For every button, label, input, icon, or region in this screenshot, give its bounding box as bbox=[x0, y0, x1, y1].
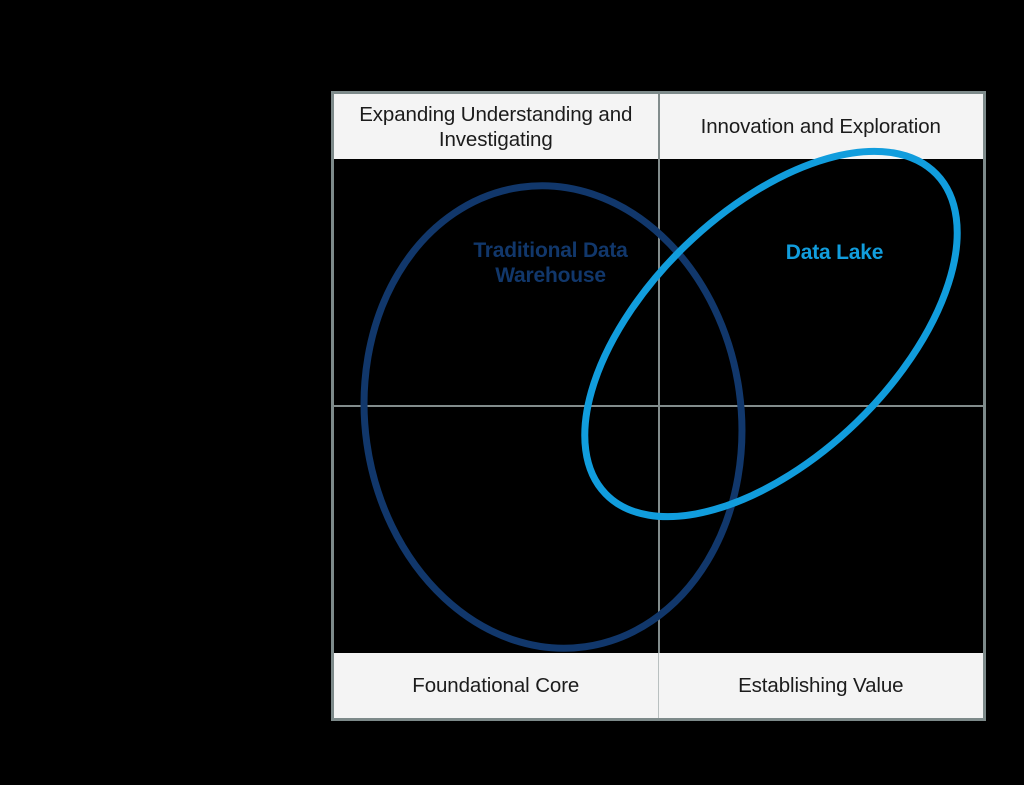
horizontal-gridline bbox=[334, 405, 983, 407]
quadrant-matrix: Expanding Understanding and Investigatin… bbox=[331, 91, 986, 721]
bottom-label-band: Foundational Core Establishing Value bbox=[334, 653, 983, 718]
ellipse-label-data-lake: Data Lake bbox=[785, 241, 884, 264]
quadrant-label-top-right: Innovation and Exploration bbox=[658, 94, 983, 159]
ellipse-label-traditional-data-warehouse: Traditional Data Warehouse bbox=[473, 239, 628, 287]
quadrant-label-bottom-right: Establishing Value bbox=[658, 653, 983, 718]
quadrant-label-top-left: Expanding Understanding and Investigatin… bbox=[334, 94, 659, 159]
quadrant-label-bottom-left: Foundational Core bbox=[334, 653, 659, 718]
